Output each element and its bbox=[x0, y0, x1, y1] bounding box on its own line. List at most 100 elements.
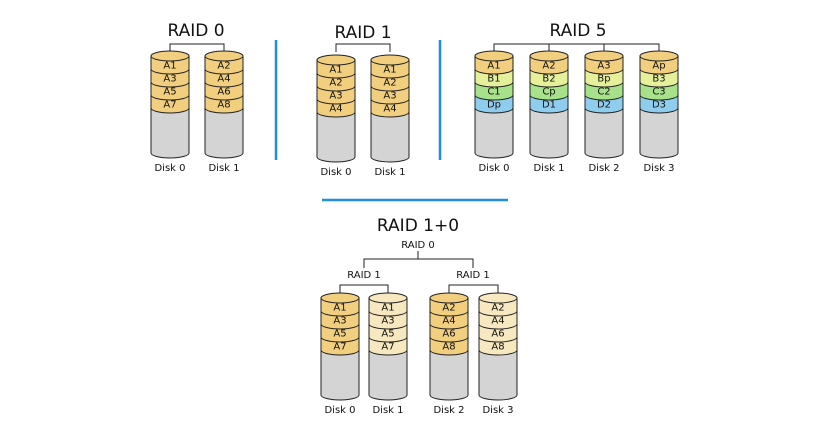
data-block-label: B3 bbox=[652, 74, 665, 85]
disk-label: Disk 1 bbox=[208, 163, 239, 174]
disk-body bbox=[204, 107, 244, 159]
data-block-label: A3 bbox=[333, 316, 346, 327]
data-block-label: A2 bbox=[329, 78, 342, 89]
raid10-group-label-left: RAID 1 bbox=[347, 270, 381, 281]
raid10-left-connector bbox=[339, 284, 389, 293]
disk-body bbox=[320, 349, 360, 401]
data-block-label: A6 bbox=[217, 87, 230, 98]
raid0-connector bbox=[169, 43, 225, 52]
disk-label: Disk 0 bbox=[154, 163, 185, 174]
data-block-label: C1 bbox=[487, 87, 500, 98]
disk-top-cap bbox=[429, 292, 469, 304]
disk-body bbox=[584, 107, 624, 159]
disk-top-cap bbox=[529, 50, 569, 62]
data-block-label: A7 bbox=[333, 342, 346, 353]
disk-label: Disk 1 bbox=[372, 405, 403, 416]
disk-label: Disk 2 bbox=[588, 163, 619, 174]
disk-top-cap bbox=[320, 292, 360, 304]
data-block-label: A2 bbox=[542, 61, 555, 72]
disk-label: Disk 3 bbox=[643, 163, 674, 174]
data-block-label: D2 bbox=[597, 100, 611, 111]
disk-body bbox=[529, 107, 569, 159]
disk-top-cap bbox=[474, 50, 514, 62]
data-block-label: A5 bbox=[381, 329, 394, 340]
disk-top-cap bbox=[368, 292, 408, 304]
disk-label: Disk 0 bbox=[324, 405, 355, 416]
disk-top-cap bbox=[316, 54, 356, 66]
data-block-label: A4 bbox=[383, 104, 396, 115]
data-block-label: A1 bbox=[329, 65, 342, 76]
raid0-title: RAID 0 bbox=[167, 21, 224, 41]
raid10-top-label: RAID 0 bbox=[401, 240, 435, 251]
data-block-label: A3 bbox=[381, 316, 394, 327]
data-block-label: A5 bbox=[163, 87, 176, 98]
disk-top-cap bbox=[150, 50, 190, 62]
disk-top-cap bbox=[639, 50, 679, 62]
data-block-label: A2 bbox=[217, 61, 230, 72]
data-block-label: A3 bbox=[383, 91, 396, 102]
data-block-label: A5 bbox=[333, 329, 346, 340]
data-block-label: B1 bbox=[487, 74, 500, 85]
disk-body bbox=[370, 111, 410, 163]
data-block-label: A1 bbox=[383, 65, 396, 76]
data-block-label: A4 bbox=[442, 316, 455, 327]
data-block-label: Bp bbox=[597, 74, 610, 85]
disk-label: Disk 2 bbox=[433, 405, 464, 416]
disk-label: Disk 3 bbox=[482, 405, 513, 416]
data-block-label: A7 bbox=[381, 342, 394, 353]
disk-body bbox=[639, 107, 679, 159]
data-block-label: A4 bbox=[217, 74, 230, 85]
data-block-label: A6 bbox=[491, 329, 504, 340]
data-block-label: A1 bbox=[381, 303, 394, 314]
data-block-label: A2 bbox=[383, 78, 396, 89]
data-block-label: A2 bbox=[442, 303, 455, 314]
disk-top-cap bbox=[584, 50, 624, 62]
disk-label: Disk 1 bbox=[374, 167, 405, 178]
disk-body bbox=[150, 107, 190, 159]
disk-body bbox=[478, 349, 518, 401]
raid5-connector bbox=[493, 43, 660, 52]
disk-label: Disk 0 bbox=[320, 167, 351, 178]
data-block-label: D3 bbox=[652, 100, 666, 111]
disk-body bbox=[368, 349, 408, 401]
raid10-top-connector bbox=[363, 251, 474, 268]
raid1-connector bbox=[335, 43, 391, 52]
data-block-label: A2 bbox=[491, 303, 504, 314]
disk-label: Disk 1 bbox=[533, 163, 564, 174]
data-block-label: A8 bbox=[442, 342, 455, 353]
disk-body bbox=[474, 107, 514, 159]
raid1-title: RAID 1 bbox=[334, 23, 391, 43]
data-block-label: A6 bbox=[442, 329, 455, 340]
data-block-label: A7 bbox=[163, 100, 176, 111]
raid10-title: RAID 1+0 bbox=[377, 216, 459, 236]
raid10-group-label-right: RAID 1 bbox=[456, 270, 490, 281]
disk-label: Disk 0 bbox=[478, 163, 509, 174]
data-block-label: Dp bbox=[487, 100, 501, 111]
data-block-label: A1 bbox=[163, 61, 176, 72]
disk-top-cap bbox=[204, 50, 244, 62]
data-block-label: A4 bbox=[329, 104, 342, 115]
data-block-label: Cp bbox=[542, 87, 555, 98]
disk-body bbox=[429, 349, 469, 401]
raid5-title: RAID 5 bbox=[549, 21, 606, 41]
data-block-label: C3 bbox=[652, 87, 665, 98]
data-block-label: A8 bbox=[217, 100, 230, 111]
data-block-label: A8 bbox=[491, 342, 504, 353]
disk-top-cap bbox=[370, 54, 410, 66]
raid10-right-connector bbox=[448, 284, 499, 293]
data-block-label: A3 bbox=[163, 74, 176, 85]
